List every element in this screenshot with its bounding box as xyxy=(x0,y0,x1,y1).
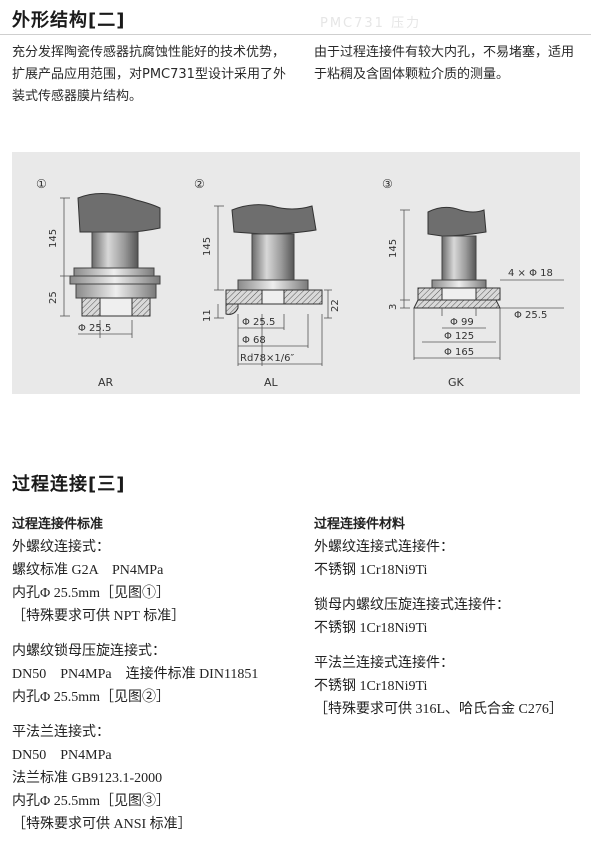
standards-subtitle: 过程连接件标准 xyxy=(12,517,104,532)
ar-sensor xyxy=(69,193,161,317)
intro-paragraph-right: 由于过程连接件有较大内孔，不易堵塞，适用于粘稠及含固体颗粒介质的测量。 xyxy=(314,45,575,82)
materials-subtitle: 过程连接件材料 xyxy=(314,517,406,532)
mat-line: 不锈钢 1Cr18Ni9Ti xyxy=(314,563,428,578)
std-line: 内孔Φ 25.5mm［见图③］ xyxy=(12,794,171,809)
std-line: DN50 PN4MPa xyxy=(12,748,112,763)
mat-line: 平法兰连接式连接件： xyxy=(314,656,454,671)
caption-gk: GK xyxy=(448,376,465,389)
al-thread-label: Rd78×1/6″ xyxy=(240,353,294,364)
section-title-connection: 过程连接[三] xyxy=(12,474,126,495)
gk-dim-3: 3 xyxy=(388,304,399,310)
mat-line: ［特殊要求可供 316L、哈氏合金 C276］ xyxy=(314,702,563,717)
gk-dia-165: Φ 165 xyxy=(444,347,474,358)
ar-dim-145: 145 xyxy=(48,229,59,248)
mat-line: 不锈钢 1Cr18Ni9Ti xyxy=(314,621,428,636)
al-dim-145: 145 xyxy=(202,237,213,256)
gk-sensor xyxy=(413,206,501,309)
mat-line: 不锈钢 1Cr18Ni9Ti xyxy=(314,679,428,694)
al-dim-22: 22 xyxy=(330,299,341,312)
std-line: DN50 PN4MPa 连接件标准 DIN11851 xyxy=(12,667,259,682)
marker-3: ③ xyxy=(382,177,393,191)
al-dia-25: Φ 25.5 xyxy=(242,317,275,328)
marker-1: ① xyxy=(36,177,47,191)
section-title-structure: 外形结构[二] xyxy=(12,10,126,31)
std-line: 内螺纹锁母压旋连接式： xyxy=(12,644,166,659)
marker-2: ② xyxy=(194,177,205,191)
dimension-drawing-panel: ① 145 25 Φ 25.5 AR ② xyxy=(12,152,580,394)
connection-standards-column: 过程连接件标准 外螺纹连接式： 螺纹标准 G2A PN4MPa 内孔Φ 25.5… xyxy=(12,514,302,836)
ar-dia-label: Φ 25.5 xyxy=(78,323,111,334)
ghost-watermark-text: PMC731 压力 xyxy=(320,16,422,31)
std-line: 螺纹标准 G2A PN4MPa xyxy=(12,563,164,578)
gk-dia-99: Φ 99 xyxy=(450,317,474,328)
al-dia-68: Φ 68 xyxy=(242,335,266,346)
al-dim-11: 11 xyxy=(202,309,213,322)
std-line: 内孔Φ 25.5mm［见图②］ xyxy=(12,690,171,705)
std-line: ［特殊要求可供 ANSI 标准］ xyxy=(12,817,192,832)
caption-ar: AR xyxy=(98,376,114,389)
intro-paragraph-left: 充分发挥陶瓷传感器抗腐蚀性能好的技术优势，扩展产品应用范围，对PMC731型设计… xyxy=(12,45,286,104)
connection-materials-column: 过程连接件材料 外螺纹连接式连接件： 不锈钢 1Cr18Ni9Ti 锁母内螺纹压… xyxy=(314,514,584,721)
header-divider xyxy=(0,34,591,35)
mat-line: 外螺纹连接式连接件： xyxy=(314,540,454,555)
std-line: 外螺纹连接式： xyxy=(12,540,110,555)
gk-dia-125: Φ 125 xyxy=(444,331,474,342)
al-sensor xyxy=(225,204,323,315)
std-line: 法兰标准 GB9123.1-2000 xyxy=(12,771,163,786)
std-line: 内孔Φ 25.5mm［见图①］ xyxy=(12,586,171,601)
gk-dia-25: Φ 25.5 xyxy=(514,310,547,321)
gk-holes-label: 4 × Φ 18 xyxy=(508,268,553,279)
std-line: 平法兰连接式： xyxy=(12,725,110,740)
ar-dim-25: 25 xyxy=(48,291,59,304)
dimension-drawing-svg: ① 145 25 Φ 25.5 AR ② xyxy=(36,177,564,389)
std-line: ［特殊要求可供 NPT 标准］ xyxy=(12,609,186,624)
gk-dim-145: 145 xyxy=(388,239,399,258)
caption-al: AL xyxy=(264,376,279,389)
mat-line: 锁母内螺纹压旋连接式连接件： xyxy=(314,598,510,613)
